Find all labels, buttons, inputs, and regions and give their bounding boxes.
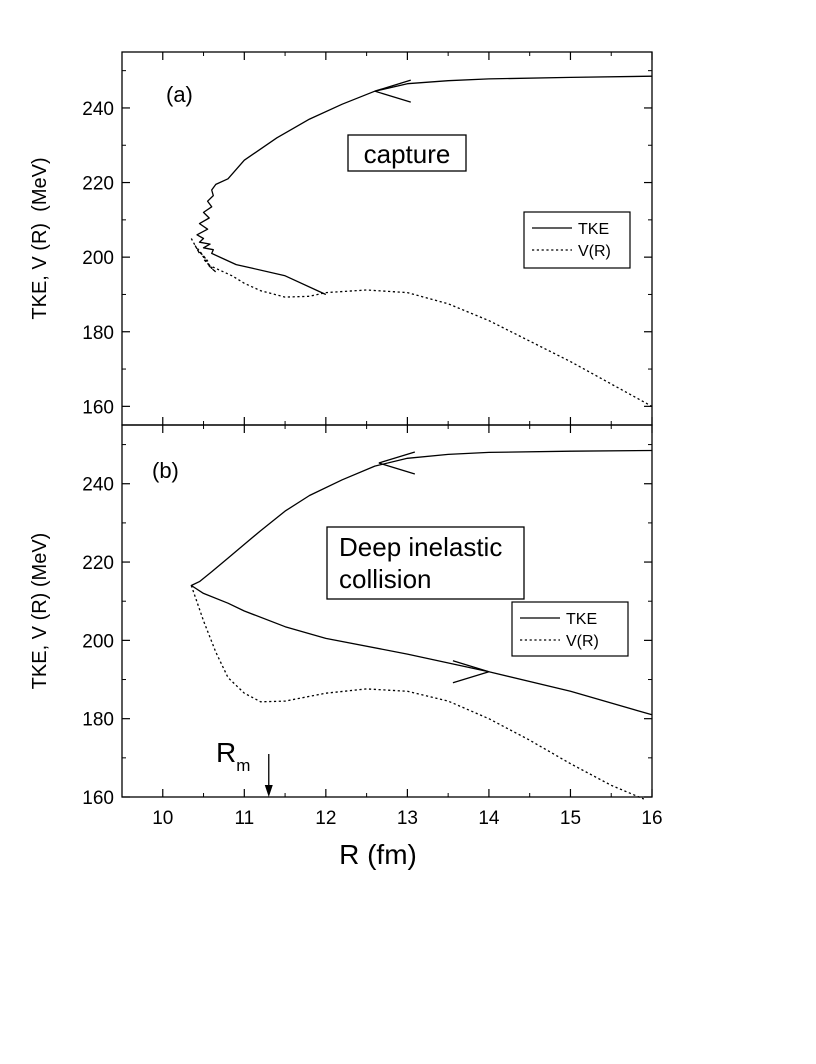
deep-inelastic-box: [326, 526, 525, 600]
panel-b-tke-direction-arrow-out: [452, 671, 490, 684]
xtick-label: 15: [560, 808, 581, 829]
panel-a-ytick-label: 200: [82, 248, 114, 269]
panel-b-tke-direction-arrow-in: [378, 462, 416, 475]
panel-b-ylabel: TKE, V (R) (MeV): [29, 533, 51, 690]
panel-b-legend-label-vr: V(R): [566, 633, 599, 650]
rm-marker-main: R: [216, 737, 236, 768]
panel-a-series-tke-line: [196, 75, 653, 296]
capture-label: capture: [364, 139, 451, 169]
xtick-label: 14: [478, 808, 500, 829]
panel-b-ytick-label: 200: [82, 631, 114, 652]
panel-b-legend: [511, 601, 629, 657]
panel-b-ytick-label: 240: [82, 475, 114, 496]
xtick-label: 10: [152, 808, 173, 829]
panel-a-legend-label-vr: V(R): [578, 243, 611, 260]
rm-marker-label: Rm: [216, 737, 250, 775]
rm-marker-arrow-head: [264, 785, 273, 797]
xtick-label: 13: [397, 808, 418, 829]
panel-a-legend-label-tke: TKE: [578, 221, 609, 238]
panel-a-series-vr-line: [190, 238, 653, 407]
panel-a-ylabel: TKE, V (R) (MeV): [29, 157, 51, 319]
panel-b-tke-direction-arrow-in: [378, 451, 416, 464]
xtick-label: 12: [315, 808, 336, 829]
panel-b-ytick-label: 220: [82, 553, 114, 574]
panel-a-ytick-label: 240: [82, 99, 114, 120]
panel-a-ytick-label: 180: [82, 323, 114, 344]
panel-b-series-tke-line: [190, 449, 653, 716]
panel-a-tke-direction-arrow: [374, 90, 411, 103]
panel-a-legend: [523, 211, 631, 269]
panel-b-label: (b): [152, 458, 179, 483]
x-axis-title: R (fm): [339, 839, 417, 870]
panel-a-label: (a): [166, 82, 193, 107]
panel-b-frame: [121, 424, 653, 798]
rm-marker-subscript: m: [236, 756, 250, 775]
panel-b-ytick-label: 180: [82, 710, 114, 731]
deep-inelastic-label-line1: Deep inelastic: [339, 532, 502, 562]
panel-b-series-vr-line: [190, 585, 645, 800]
deep-inelastic-label-line2: collision: [339, 564, 432, 594]
panel-a-ytick-label: 160: [82, 397, 114, 418]
panel-a-tke-direction-arrow: [374, 79, 411, 92]
panel-b-tke-direction-arrow-out: [452, 660, 490, 673]
xtick-label: 16: [641, 808, 662, 829]
panel-b-legend-label-tke: TKE: [566, 611, 597, 628]
panel-b-ytick-label: 160: [82, 788, 114, 809]
panel-a-ytick-label: 220: [82, 174, 114, 195]
xtick-label: 11: [234, 808, 254, 829]
capture-box: [347, 134, 467, 172]
